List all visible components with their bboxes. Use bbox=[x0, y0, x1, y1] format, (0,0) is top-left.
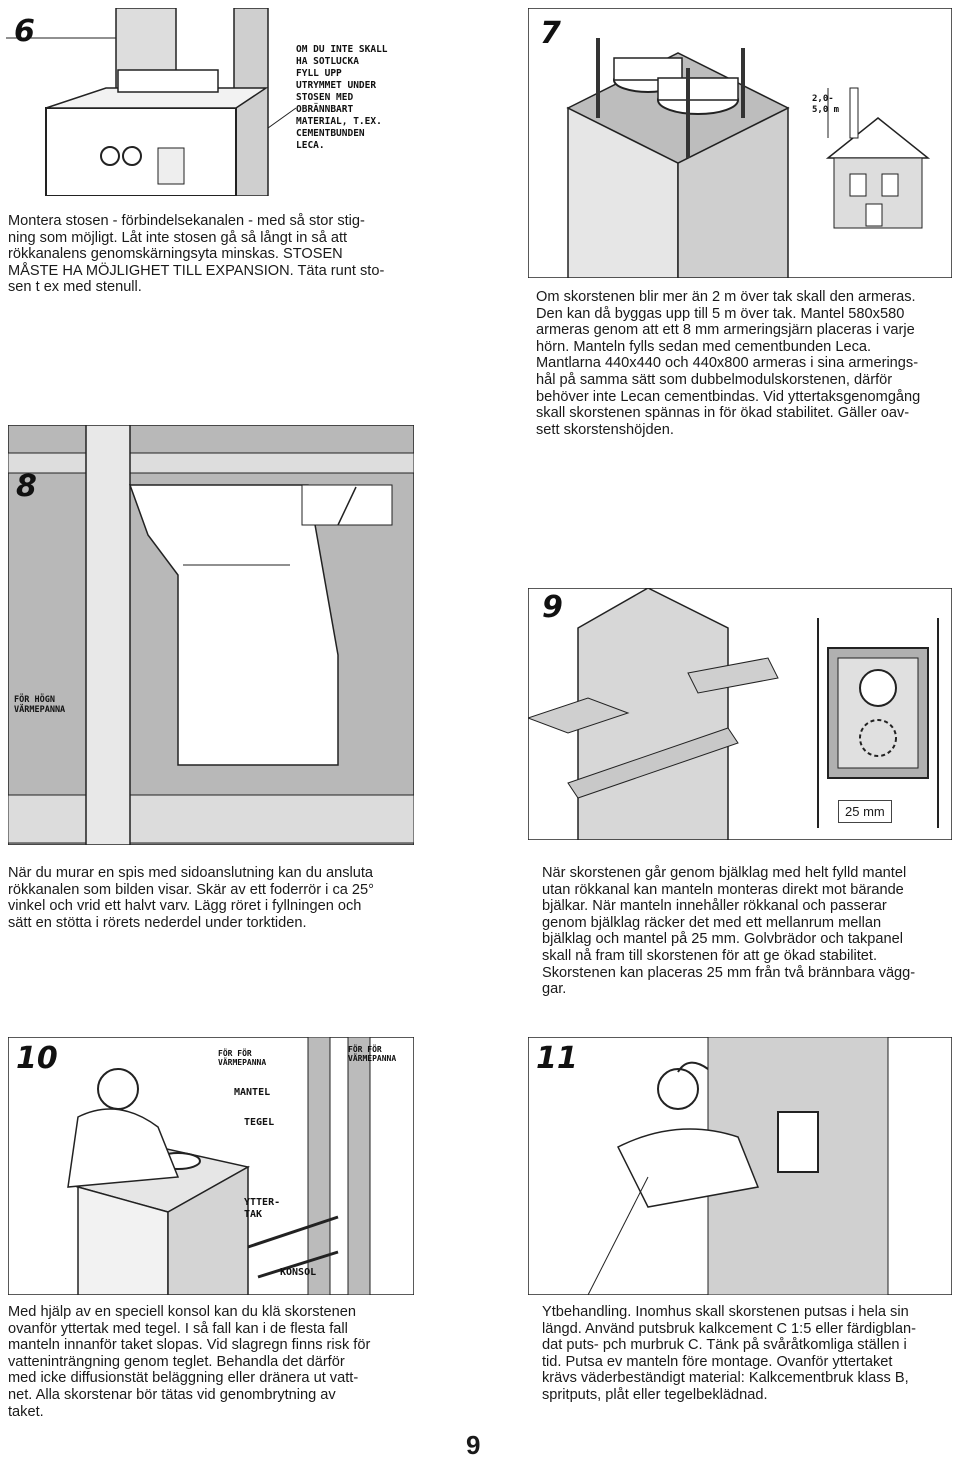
illustration-panel-7: 7 2,0- 5,0 m bbox=[528, 8, 952, 278]
label-for-fire-right: FÖR FÖR VÄRMEPANNA bbox=[348, 1045, 397, 1063]
panel-number: 10 bbox=[16, 1041, 58, 1076]
illustration-panel-8: 8 FÖR HÖGN VÄRMEPANNA bbox=[8, 425, 414, 845]
panel-11-drawing bbox=[528, 1037, 952, 1295]
panel-6-drawing bbox=[6, 8, 297, 196]
caption-10: Med hjälp av en speciell konsol kan du k… bbox=[8, 1304, 371, 1420]
panel-8-drawing bbox=[8, 425, 414, 845]
caption-8: När du murar en spis med sidoanslutning … bbox=[8, 865, 374, 931]
panel-number: 7 bbox=[540, 16, 561, 51]
illustration-panel-9: 9 25 mm bbox=[528, 588, 952, 840]
label-mantel: MANTEL bbox=[234, 1087, 271, 1098]
panel-9-drawing bbox=[528, 588, 952, 840]
measure-label: 25 mm bbox=[838, 800, 892, 823]
panel-number: 6 bbox=[14, 14, 35, 49]
illustration-panel-11: 11 bbox=[528, 1037, 952, 1295]
panel-10-drawing bbox=[8, 1037, 414, 1295]
illustration-panel-6: 6 OM DU INTE SKALL HA SOTLUCKA FYLL UPP … bbox=[6, 8, 412, 196]
panel-number: 11 bbox=[536, 1041, 578, 1076]
handwritten-label: FÖR HÖGN VÄRMEPANNA bbox=[14, 695, 66, 715]
caption-7: Om skorstenen blir mer än 2 m över tak s… bbox=[536, 289, 921, 438]
label-for-fire-left: FÖR FÖR VÄRMEPANNA bbox=[218, 1049, 267, 1067]
label-tegel: TEGEL bbox=[244, 1117, 275, 1128]
caption-9: När skorstenen går genom bjälklag med he… bbox=[542, 865, 916, 998]
page-number: 9 bbox=[466, 1430, 481, 1460]
panel-number: 8 bbox=[16, 469, 37, 504]
caption-6: Montera stosen - förbindelsekanalen - me… bbox=[8, 213, 385, 296]
dimension-label: 2,0- 5,0 m bbox=[812, 94, 840, 115]
caption-11: Ytbehandling. Inomhus skall skorstenen p… bbox=[542, 1304, 916, 1403]
illustration-panel-10: 10 FÖR FÖR VÄRMEPANNA FÖR FÖR VÄRMEPANNA… bbox=[8, 1037, 414, 1295]
label-yttertak: YTTER- TAK bbox=[244, 1197, 281, 1220]
panel-number: 9 bbox=[542, 590, 563, 625]
label-konsol: KONSOL bbox=[280, 1267, 317, 1278]
panel-7-drawing bbox=[528, 8, 952, 278]
handwritten-note: OM DU INTE SKALL HA SOTLUCKA FYLL UPP UT… bbox=[296, 44, 388, 151]
